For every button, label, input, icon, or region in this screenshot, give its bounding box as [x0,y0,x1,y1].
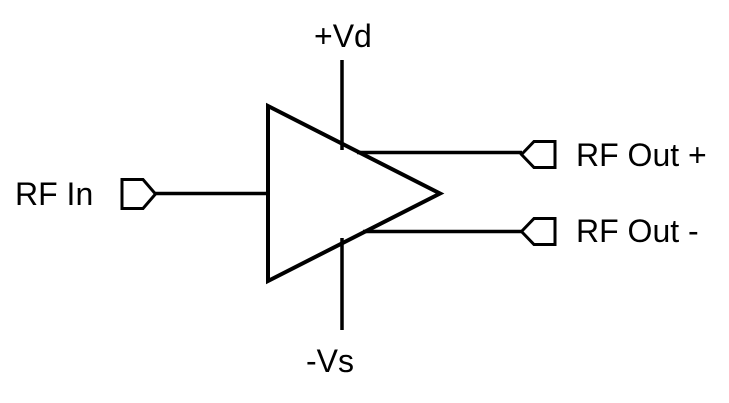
rf-out-negative-label: RF Out - [576,213,699,249]
rf-out-positive-label: RF Out + [576,137,707,173]
rf-in-label: RF In [15,176,93,212]
supply-negative-label: -Vs [306,343,354,379]
rf-out-positive-port-icon [519,140,557,169]
rf-out-negative-port-icon [519,217,557,246]
amplifier-triangle-icon [266,102,445,285]
rf-in-port-icon [120,178,158,210]
supply-positive-label: +Vd [314,18,372,54]
